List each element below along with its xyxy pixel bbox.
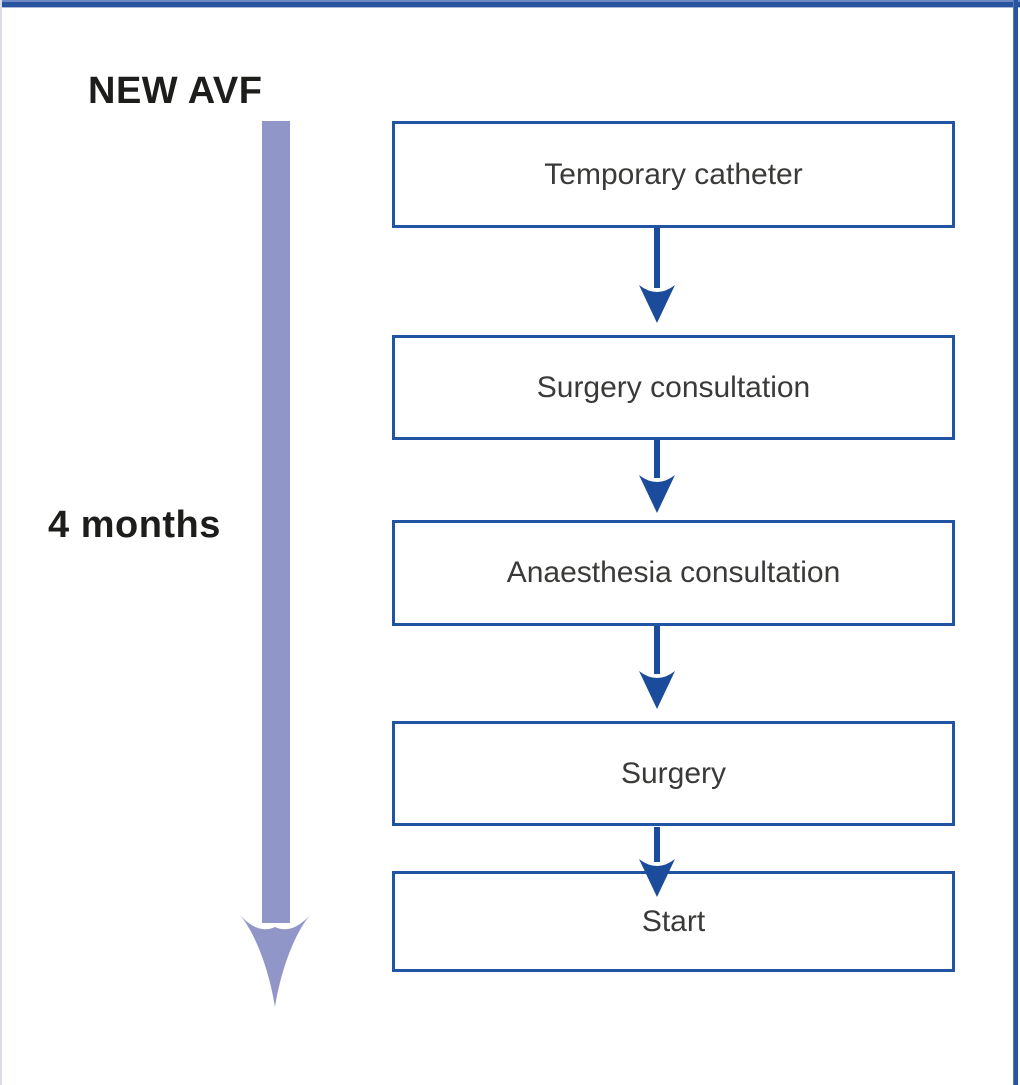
figure-frame-right xyxy=(1013,0,1018,1085)
figure-frame-left xyxy=(0,0,2,1085)
flow-step-label: Start xyxy=(641,904,706,938)
connector-down-arrow-icon xyxy=(639,827,675,897)
connector-down-arrow-icon xyxy=(639,440,675,513)
flow-step-surgery: Surgery xyxy=(392,721,955,826)
flow-step-temporary-catheter: Temporary catheter xyxy=(392,121,955,228)
flow-step-label: Anaesthesia consultation xyxy=(506,556,841,589)
duration-label: 4 months xyxy=(48,504,221,546)
flow-step-label: Surgery consultation xyxy=(536,370,811,404)
flow-step-start: Start xyxy=(392,871,955,972)
flow-step-anaesthesia-consultation: Anaesthesia consultation xyxy=(392,520,955,626)
timeline-down-arrow-icon xyxy=(240,121,310,1007)
connector-down-arrow-icon xyxy=(639,228,675,323)
connector-down-arrow-icon xyxy=(639,626,675,709)
flow-step-surgery-consultation: Surgery consultation xyxy=(392,335,955,440)
figure-title: NEW AVF xyxy=(88,70,263,112)
flow-step-label: Temporary catheter xyxy=(544,157,803,191)
figure-frame-top xyxy=(0,0,1020,8)
flow-step-label: Surgery xyxy=(620,756,727,790)
